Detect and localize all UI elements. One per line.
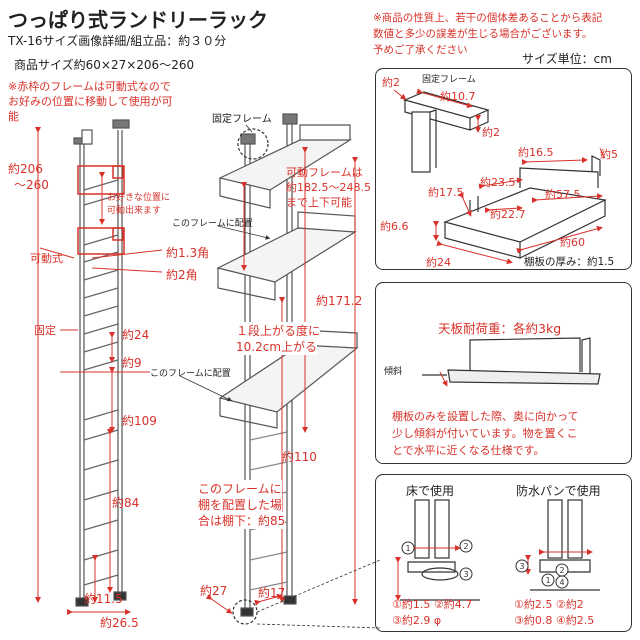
pan-use-title: 防水パンで使用 (516, 484, 601, 498)
bottom-note-3: 合は棚下：約85 (198, 512, 286, 529)
pan-dims-1: ①約2.5 ②約2 (514, 598, 584, 611)
movable-note-2: 可動出来ます (107, 206, 162, 216)
dim-2-label: 約2角 (166, 268, 198, 282)
subtitle: TX-16サイズ画像詳細/組立品：約３０分 (8, 34, 227, 48)
detail-dim-24: 約24 (426, 256, 451, 269)
detail-feet-drawing (400, 499, 600, 601)
height-label-1: 約206 (8, 162, 43, 176)
product-size: 商品サイズ約60×27×206〜260 (14, 58, 195, 72)
detail-dim-60: 約60 (560, 236, 585, 249)
detail-dim-2b: 約2 (482, 126, 500, 139)
height-label-2: 〜260 (14, 178, 49, 192)
detail-dim-2a: 約2 (382, 76, 400, 89)
unit-label: サイズ単位：cm (522, 52, 612, 66)
note-red-1: ※赤枠のフレームは可動式なので (8, 80, 171, 93)
shelf-thickness: 棚板の厚み：約1.5 (524, 256, 615, 268)
dim-84-label: 約84 (112, 496, 140, 510)
load-label: 天板耐荷重：各約3kg (438, 321, 562, 336)
bottom-note-1: このフレームに (198, 480, 282, 497)
movable-frame-3: まで上下可能 (286, 196, 352, 209)
dim-26-5-label: 約26.5 (100, 616, 139, 630)
svg-text:1: 1 (405, 544, 410, 553)
movable-frame-1: 可動フレームは (286, 166, 363, 179)
load-desc-1: 棚板のみを設置した際、奥に向かって (392, 410, 579, 423)
tilt-label: 傾斜 (384, 367, 403, 377)
detail-dim-5: 約5 (600, 148, 618, 161)
movable-label: 可動式 (30, 252, 63, 265)
detail-dim-22-7: 約22.7 (490, 208, 526, 221)
svg-text:4: 4 (559, 578, 564, 587)
dim-24-label: 約24 (122, 328, 150, 342)
detail-dim-23-5: 約23.5 (480, 176, 516, 189)
svg-text:1: 1 (545, 576, 550, 585)
detail-fixed-frame: 固定フレーム (422, 75, 476, 85)
note-red-2: お好みの位置に移動して使用が可 (8, 95, 173, 108)
dim-27-label: 約27 (200, 584, 228, 598)
dim-171-2-label: 約171.2 (316, 294, 363, 308)
svg-text:3: 3 (519, 562, 524, 571)
disclaimer-3: 予めご了承ください (373, 44, 468, 56)
svg-text:2: 2 (559, 566, 564, 575)
detail-dim-6-6: 約6.6 (380, 220, 409, 233)
load-desc-3: とで水平に近くなる仕様です。 (392, 444, 545, 457)
svg-text:3: 3 (463, 570, 468, 579)
frame-place-label-2: このフレームに配置 (150, 369, 231, 379)
frame-place-label-1: このフレームに配置 (172, 219, 253, 229)
dim-17-label: 約17 (258, 586, 286, 600)
note-red-3: 能 (8, 110, 19, 123)
dim-110-label: 約110 (282, 450, 317, 464)
detail-dim-16-5: 約16.5 (518, 146, 554, 159)
step-label-1: １段上がる度に (236, 322, 321, 339)
dim-1-3-label: 約1.3角 (166, 246, 210, 260)
detail-load-drawing (422, 337, 601, 385)
floor-use-title: 床で使用 (406, 484, 455, 498)
page-title: つっぱり式ランドリーラック (8, 8, 268, 32)
disclaimer-2: 数値と多少の誤差が生じる場合がございます。 (373, 28, 593, 40)
disclaimer-1: ※商品の性質上、若干の個体差あることから表記 (373, 12, 603, 24)
floor-dims-1: ①約1.5 ②約4.7 (392, 598, 473, 611)
dim-11-5-label: 約11.5 (84, 592, 123, 606)
step-label-2: 10.2cm上がる (236, 338, 318, 355)
movable-frame-2: 約182.5〜248.5 (286, 181, 371, 194)
dim-109-label: 約109 (122, 414, 157, 428)
pan-dims-2: ③約0.8 ④約2.5 (514, 614, 595, 627)
load-desc-2: 少し傾斜が付いています。物を置くこ (392, 427, 578, 440)
floor-dims-2: ③約2.9 φ (392, 614, 442, 627)
detail-dim-17-5: 約17.5 (428, 186, 464, 199)
detail-dim-57-5: 約57.5 (545, 188, 581, 201)
movable-note-1: お好きな位置に (107, 193, 171, 203)
fixed-label: 固定 (34, 324, 56, 337)
dim-9-label: 約9 (122, 356, 142, 370)
fixed-frame-label: 固定フレーム (212, 114, 272, 125)
svg-text:2: 2 (463, 542, 468, 551)
detail-dim-10-7: 約10.7 (440, 90, 476, 103)
bottom-note-2: 棚を配置した場 (198, 496, 283, 513)
